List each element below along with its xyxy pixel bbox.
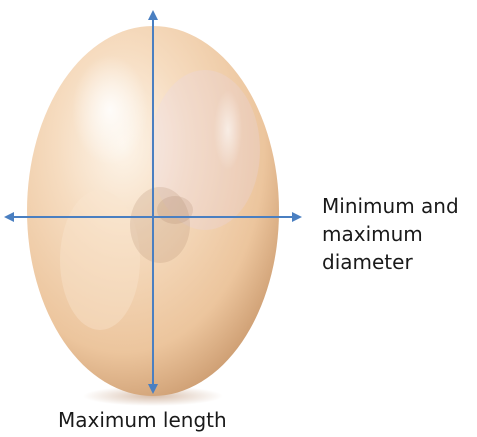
diameter-label-line-3: diameter bbox=[322, 248, 459, 276]
diameter-label-line-2: maximum bbox=[322, 220, 459, 248]
diameter-label: Minimum and maximum diameter bbox=[322, 192, 459, 276]
diameter-label-line-1: Minimum and bbox=[322, 192, 459, 220]
length-label: Maximum length bbox=[58, 406, 227, 434]
